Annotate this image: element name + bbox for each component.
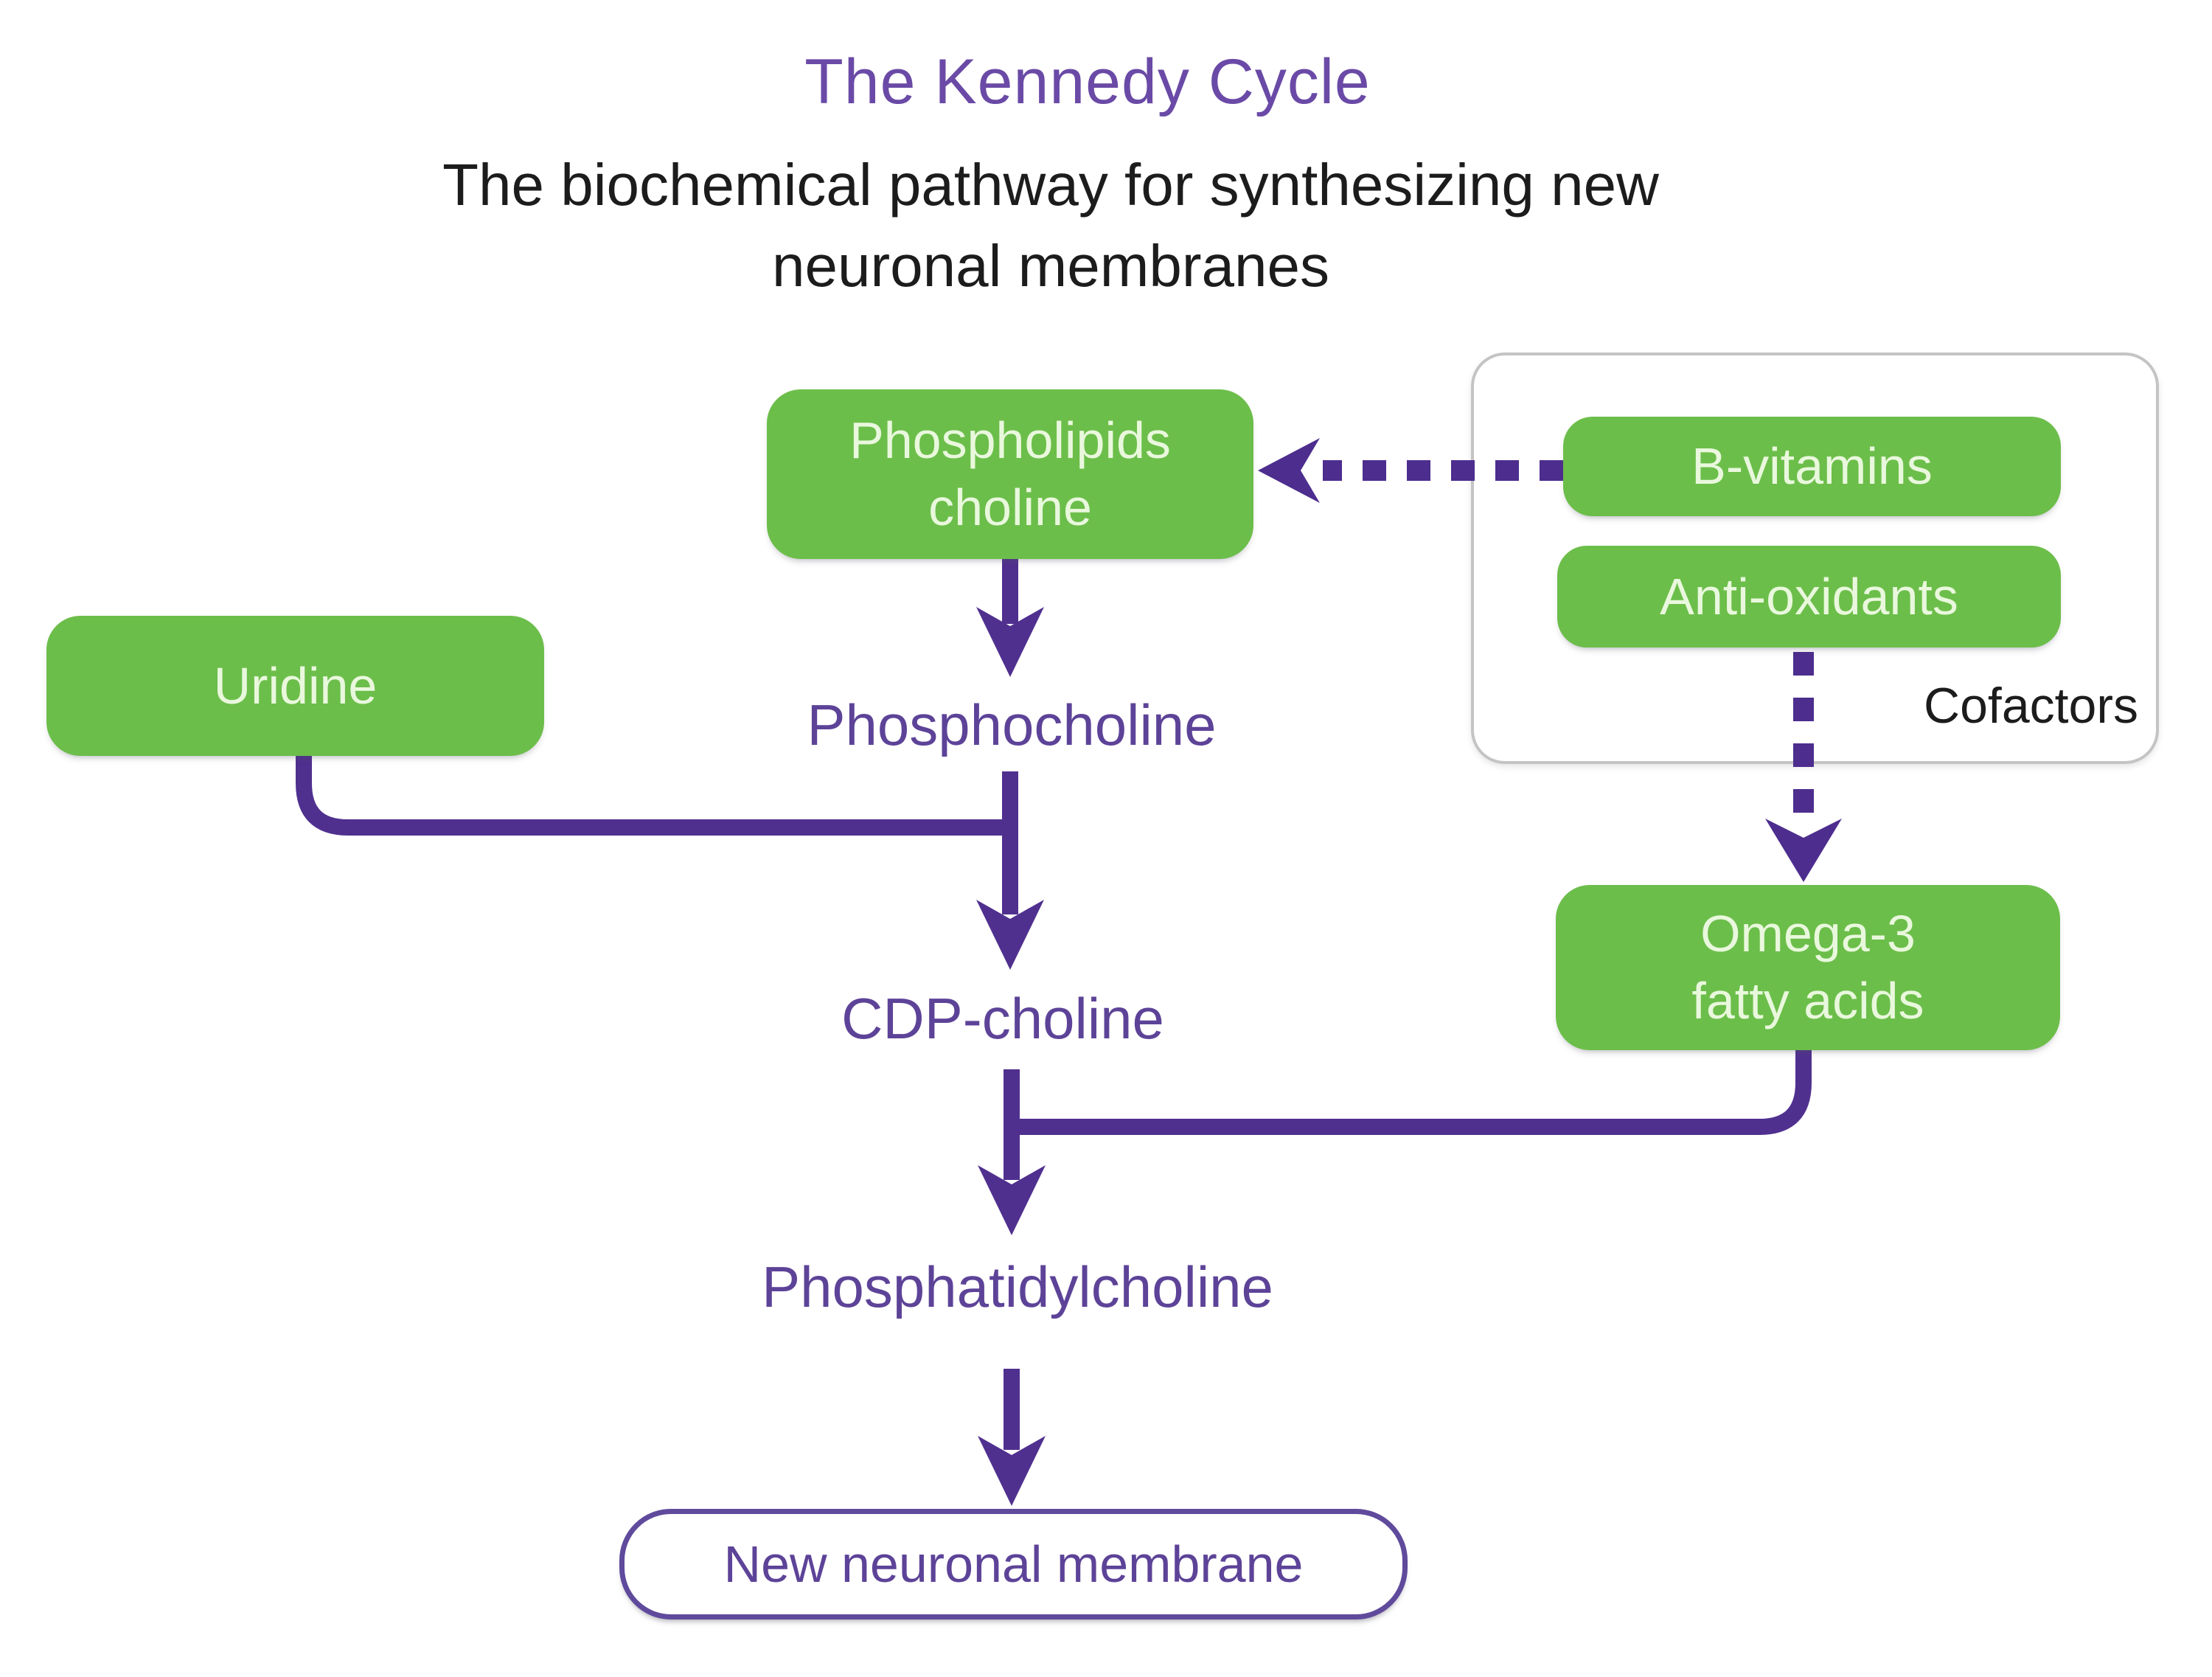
label-phosphocholine: Phosphocholine [807,692,1217,757]
cofactors-label: Cofactors [1924,678,2138,734]
node-uridine: Uridine [46,616,544,756]
page-subtitle: The biochemical pathway for synthesizing… [442,152,1659,299]
node-phospholipids-choline: Phospholipids choline [767,389,1253,559]
page-title: The Kennedy Cycle [804,46,1371,117]
connector-uridine-to-cdp-choline [296,754,1010,836]
connector-omega3-to-phosphatidylcholine [1012,1047,1812,1135]
arrow-phosphatidylcholine-to-membrane [978,1369,1046,1506]
label-phosphatidylcholine: Phosphatidylcholine [762,1254,1273,1319]
dashed-arrow-antioxidants-to-omega3 [1765,652,1842,882]
arrow-phospholipids-to-phosphocholine [976,558,1044,677]
label-cdp-choline: CDP-choline [841,986,1164,1051]
node-omega-3-fatty-acids: Omega-3 fatty acids [1556,885,2060,1050]
node-anti-oxidants: Anti-oxidants [1557,546,2061,647]
output-new-neuronal-membrane: New neuronal membrane [619,1509,1408,1619]
arrow-cdp-choline-to-phosphatidylcholine [978,1069,1046,1235]
node-b-vitamins: B-vitamins [1563,417,2061,516]
dashed-arrow-bvitamins-to-phospholipids [1258,438,1563,503]
arrow-phosphocholine-to-cdp-choline [976,771,1044,970]
